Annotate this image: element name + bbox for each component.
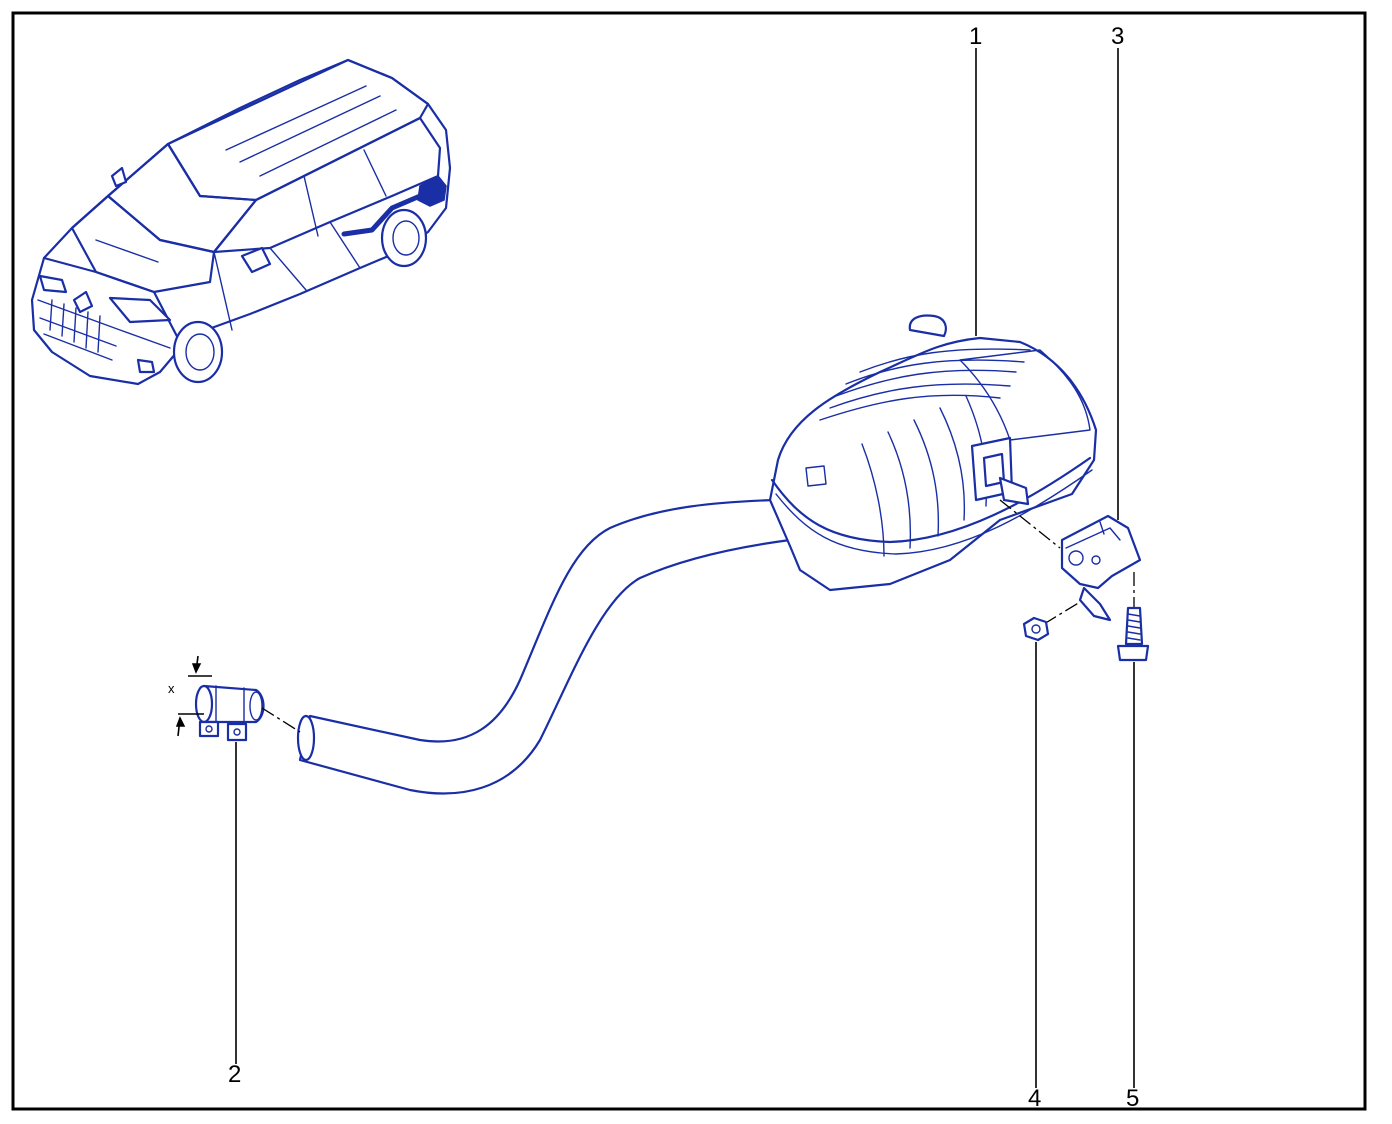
clamp-axis-line — [261, 707, 301, 733]
muffler-icon — [296, 314, 1098, 795]
part-number-2: 2 — [228, 1061, 241, 1088]
bracket-axis-line — [999, 499, 1061, 549]
dimension-marker — [175, 655, 212, 737]
nut-axis-line — [1043, 601, 1081, 625]
nut-icon — [1022, 616, 1050, 642]
dimension-x-label: x — [168, 681, 175, 696]
diagram-frame — [11, 11, 1367, 1111]
vehicle-icon — [30, 58, 452, 386]
part-number-5: 5 — [1126, 1085, 1139, 1112]
bolt-icon — [1116, 606, 1150, 662]
part-number-3: 3 — [1111, 23, 1124, 50]
bracket-icon — [1060, 514, 1142, 622]
part-number-1: 1 — [969, 23, 982, 50]
clamp-icon — [194, 684, 265, 742]
part-number-4: 4 — [1028, 1085, 1041, 1112]
